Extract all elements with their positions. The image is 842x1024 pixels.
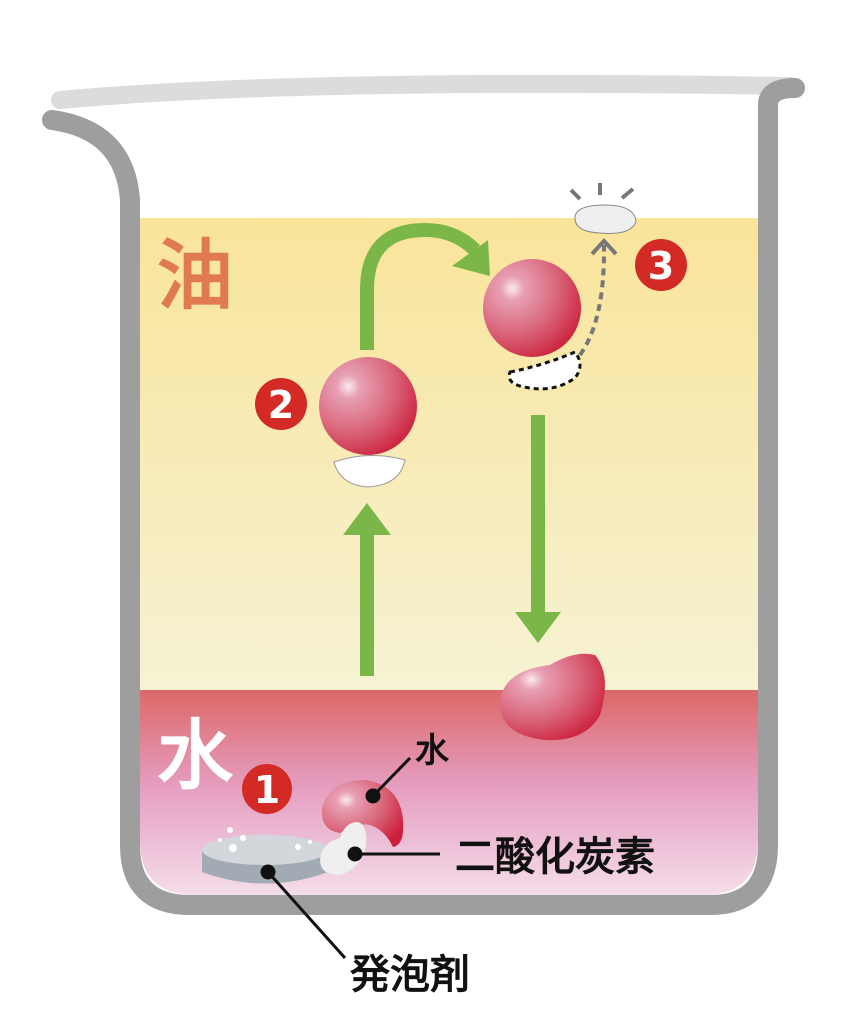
oil-label: 油 (157, 231, 233, 320)
water-layer-label: 水 (157, 711, 234, 800)
svg-text:2: 2 (268, 383, 294, 427)
gas-bubble-attached (333, 454, 406, 488)
burst-rays-icon (569, 183, 635, 201)
co2-bubble (320, 822, 367, 875)
effervescent-label: 発泡剤 (350, 952, 470, 998)
step-badge-3: 3 (635, 239, 687, 291)
up-arrow-head (343, 503, 391, 535)
droplet-top (483, 259, 581, 357)
up-arrow-shaft (360, 530, 374, 676)
svg-text:1: 1 (254, 768, 280, 812)
down-arrow-head (515, 612, 561, 643)
svg-text:3: 3 (648, 244, 674, 288)
leader-lines (260, 756, 440, 960)
step-badge-1: 1 (242, 764, 292, 814)
droplet-sinking (499, 653, 605, 741)
beaker (42, 74, 805, 915)
down-arrow-shaft (531, 415, 545, 625)
green-arrows (343, 222, 561, 676)
step-badge-2: 2 (255, 378, 307, 430)
released-gas-bubble (574, 204, 637, 234)
oil-layer (140, 218, 758, 692)
gas-bubble-leaving (507, 350, 582, 391)
water-label: 水 (415, 731, 450, 771)
co2-label: 二酸化炭素 (455, 834, 655, 880)
water-drop (321, 780, 404, 847)
dashed-arrow (578, 244, 607, 357)
dashed-arrow-head (590, 238, 618, 256)
curved-arrow-head (452, 240, 490, 276)
curved-arrow (360, 222, 480, 350)
droplet-rising (319, 357, 417, 455)
